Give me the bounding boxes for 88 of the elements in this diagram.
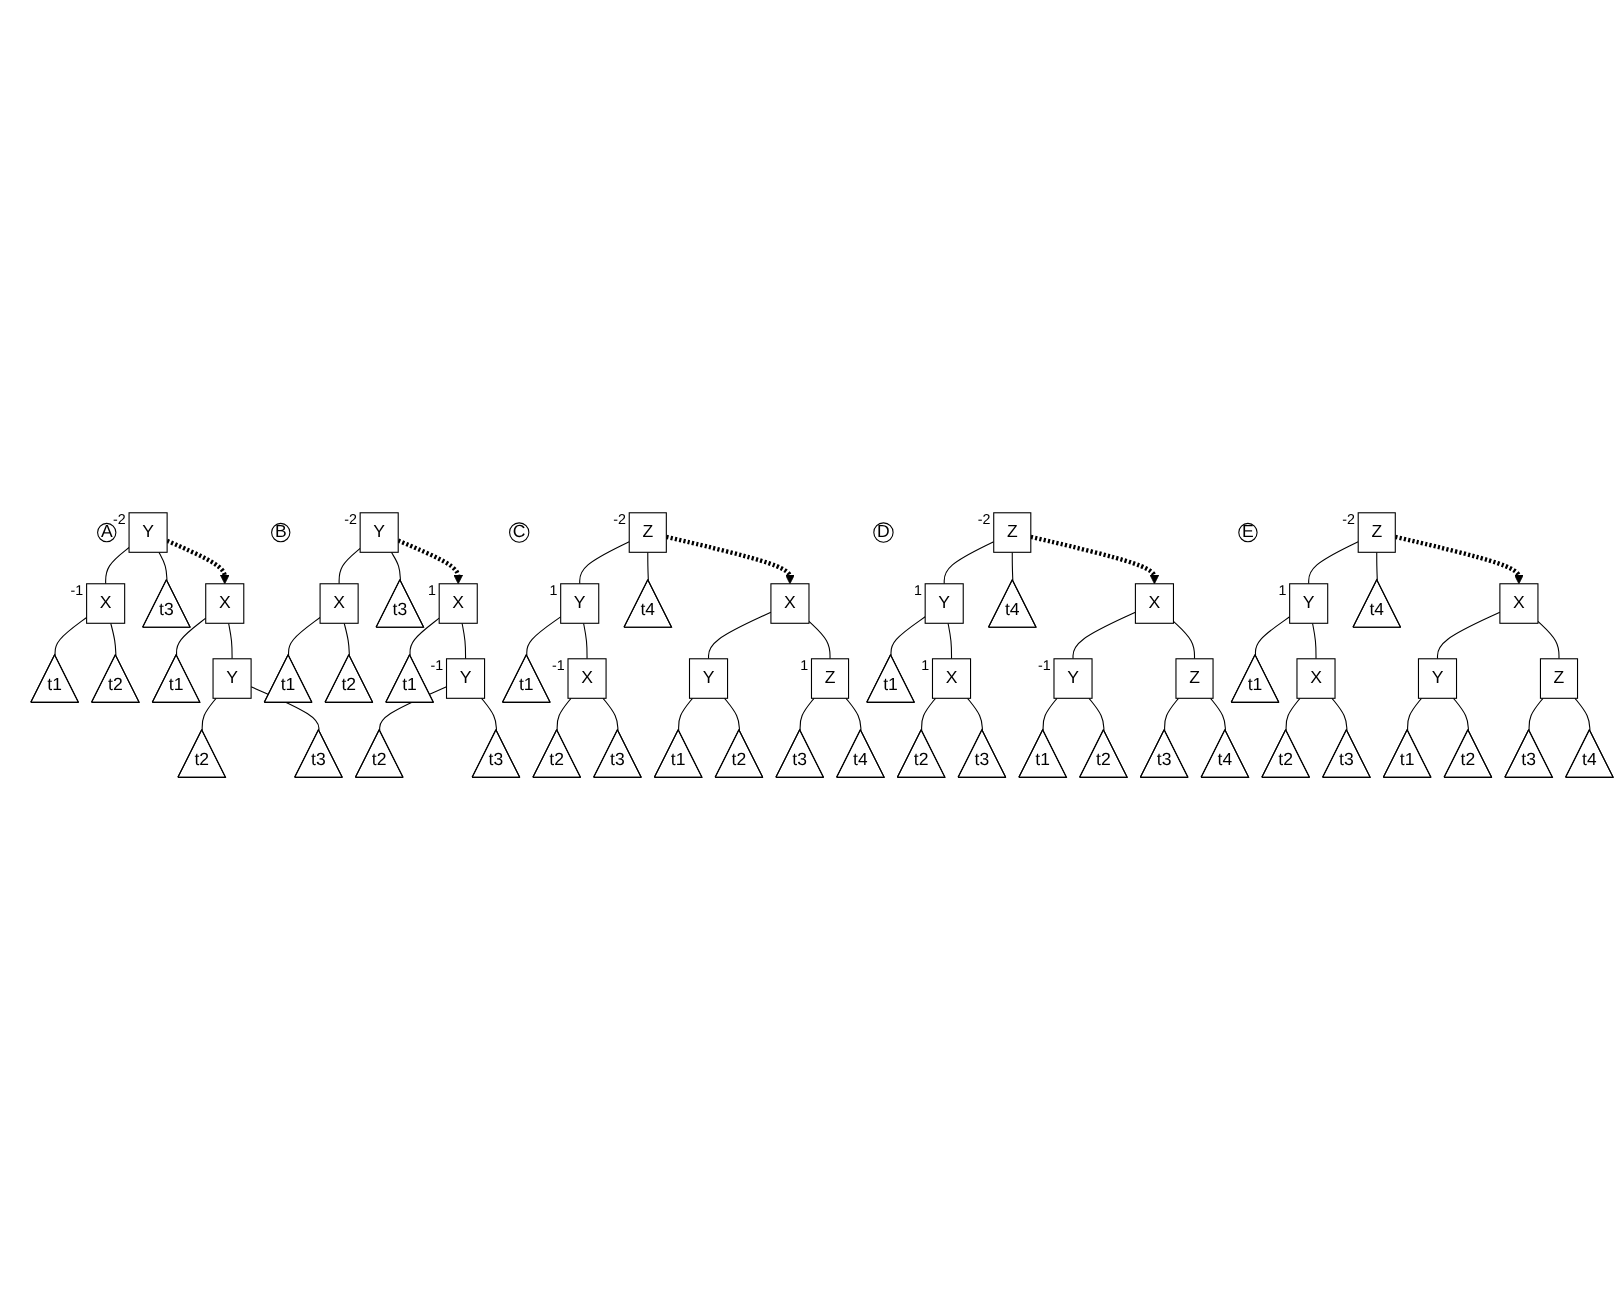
connector bbox=[1537, 621, 1560, 661]
node-box: Z bbox=[810, 659, 850, 700]
node-box: X bbox=[567, 659, 607, 700]
connector bbox=[461, 623, 467, 661]
node-box: Y bbox=[128, 513, 168, 554]
connector bbox=[1312, 623, 1317, 661]
node-box: Y bbox=[212, 659, 252, 700]
node-box: X bbox=[319, 584, 359, 625]
connector bbox=[110, 623, 117, 657]
connector bbox=[158, 552, 168, 582]
connector bbox=[1452, 698, 1469, 732]
node-box: Y bbox=[445, 659, 486, 700]
connector bbox=[602, 698, 619, 732]
connector bbox=[799, 698, 815, 732]
connector bbox=[390, 552, 401, 582]
node-box: Z bbox=[1175, 659, 1214, 700]
node-box: Z bbox=[628, 513, 667, 554]
connector bbox=[1254, 617, 1291, 657]
node-box: Y bbox=[688, 659, 729, 700]
connector bbox=[1088, 698, 1105, 732]
node-circle: D bbox=[873, 523, 894, 544]
connector bbox=[338, 548, 361, 586]
connector bbox=[379, 687, 448, 732]
node-box: X bbox=[205, 584, 245, 625]
connector bbox=[1209, 698, 1226, 732]
connector bbox=[966, 698, 983, 732]
connector bbox=[890, 617, 926, 657]
connector bbox=[409, 618, 440, 657]
node-box: Y bbox=[1053, 659, 1093, 700]
node-box: X bbox=[931, 659, 972, 700]
connector bbox=[808, 621, 831, 661]
arrow bbox=[166, 539, 230, 586]
node-circle: B bbox=[271, 523, 291, 544]
connector bbox=[1376, 552, 1378, 582]
node-box: Y bbox=[1289, 584, 1329, 625]
node-box: X bbox=[1296, 659, 1336, 700]
connector bbox=[947, 623, 953, 661]
arrow bbox=[1030, 535, 1160, 586]
connector bbox=[724, 698, 740, 732]
connector bbox=[1308, 542, 1359, 586]
arrow bbox=[397, 539, 464, 586]
node-box: X bbox=[770, 584, 810, 625]
connector bbox=[343, 623, 350, 657]
connector bbox=[921, 698, 937, 732]
connector bbox=[678, 698, 694, 732]
connector bbox=[845, 698, 862, 732]
node-box: Y bbox=[560, 584, 600, 625]
connector bbox=[228, 623, 233, 661]
arrow bbox=[665, 535, 795, 586]
node-circle: C bbox=[509, 523, 530, 544]
connector bbox=[1528, 698, 1544, 732]
connector bbox=[1574, 698, 1591, 732]
connector bbox=[481, 698, 497, 732]
node-box: X bbox=[86, 584, 126, 625]
connector bbox=[1164, 698, 1180, 732]
connector bbox=[1011, 552, 1014, 582]
node-box: X bbox=[438, 584, 478, 625]
connector bbox=[647, 552, 649, 582]
node-box: Z bbox=[1539, 659, 1579, 700]
connector bbox=[1407, 698, 1423, 732]
node-box: Y bbox=[924, 584, 964, 625]
node-box: X bbox=[1499, 584, 1539, 625]
arrow bbox=[1394, 535, 1524, 586]
connector bbox=[526, 617, 562, 657]
connector bbox=[583, 623, 588, 661]
node-circle: E bbox=[1238, 523, 1258, 544]
connector bbox=[250, 687, 320, 732]
connector bbox=[1436, 612, 1501, 661]
node-box: Y bbox=[1417, 659, 1458, 700]
connector bbox=[708, 612, 772, 661]
node-box: Y bbox=[359, 513, 399, 554]
connector bbox=[175, 618, 207, 657]
connector bbox=[943, 542, 995, 586]
connector bbox=[201, 698, 217, 732]
connector bbox=[1172, 621, 1196, 661]
node-circle: A bbox=[97, 523, 117, 544]
connector bbox=[1285, 698, 1301, 732]
connector bbox=[1042, 698, 1058, 732]
connector bbox=[1331, 698, 1348, 732]
node-box: Z bbox=[993, 513, 1032, 554]
connector bbox=[105, 547, 130, 586]
connector bbox=[54, 617, 88, 657]
connector bbox=[579, 542, 630, 586]
connector bbox=[287, 617, 321, 657]
node-box: X bbox=[1134, 584, 1174, 625]
connector bbox=[1072, 612, 1136, 661]
node-box: Z bbox=[1357, 513, 1396, 554]
connector bbox=[556, 698, 572, 732]
